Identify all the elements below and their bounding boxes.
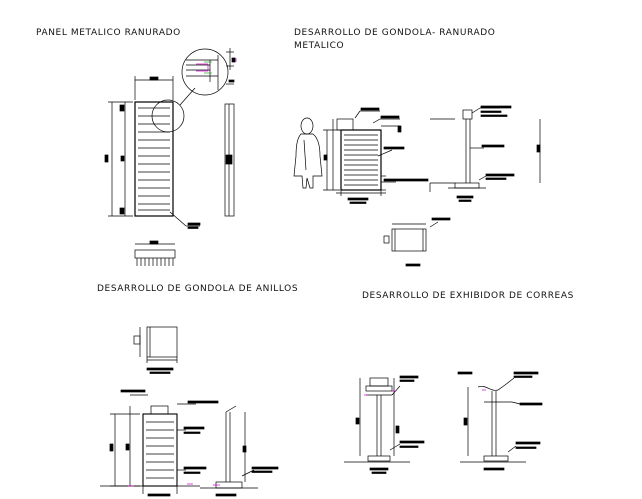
correas-accent — [364, 389, 486, 396]
anillos-accent — [128, 483, 220, 487]
panel-detail-accent — [196, 58, 237, 72]
panel-detail-circle — [181, 48, 236, 96]
correas-side-view — [457, 371, 543, 471]
panel-side-view — [224, 103, 235, 217]
human-silhouette — [293, 117, 323, 189]
anillos-side-view — [200, 405, 279, 497]
title-gondola-ranurado-line1: DESARROLLO DE GONDOLA- RANURADO — [294, 28, 496, 38]
correas-front-view — [344, 375, 425, 474]
title-gondola-anillos: DESARROLLO DE GONDOLA DE ANILLOS — [97, 284, 299, 294]
gondola-front-view — [323, 107, 429, 204]
gondola-plan-view — [383, 217, 451, 267]
panel-front-view — [104, 76, 201, 229]
anillos-front-view — [100, 389, 219, 497]
gondola-side-view — [429, 105, 541, 202]
anillos-plan-view — [133, 326, 178, 374]
title-gondola-ranurado-line2: METALICO — [294, 41, 345, 51]
title-exhibidor-correas: DESARROLLO DE EXHIBIDOR DE CORREAS — [362, 291, 574, 301]
title-panel-metalico: PANEL METALICO RANURADO — [36, 28, 181, 38]
panel-detail-accent-green — [204, 61, 212, 74]
panel-bottom-view — [134, 240, 176, 266]
